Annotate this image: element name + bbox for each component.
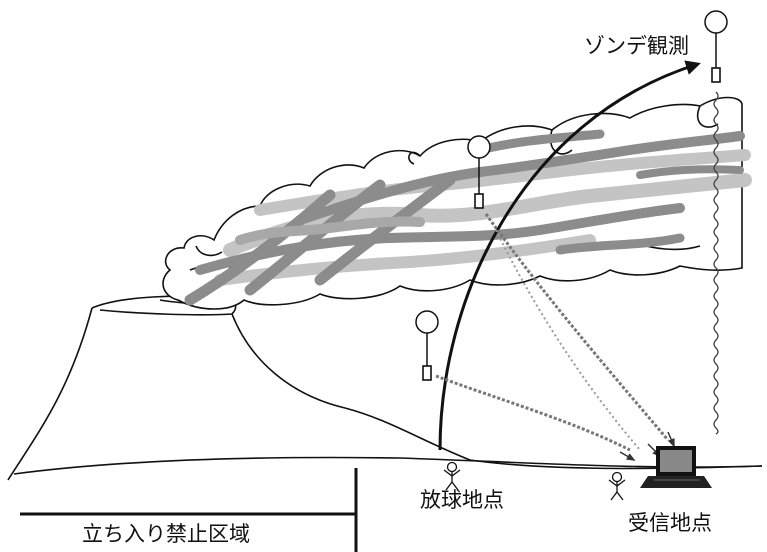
signal-arrow-1 [619, 451, 636, 461]
radiosonde-icon [474, 193, 484, 209]
volcano [7, 295, 763, 481]
launch-point-label: 放球地点 [420, 488, 504, 512]
signal-line-top [713, 91, 719, 435]
balloon-icon [415, 310, 439, 366]
person-icon [443, 461, 461, 491]
ash-plume [184, 129, 752, 306]
signal-line-diag [495, 229, 641, 451]
radiosonde-icon [711, 67, 721, 83]
balloon-icon [467, 135, 491, 194]
receiving-point-label: 受信地点 [628, 511, 712, 535]
radio-signals [435, 91, 719, 452]
signal-line-low [435, 374, 631, 452]
signal-arrow-2 [667, 431, 675, 448]
signal-line-mid [484, 213, 670, 441]
radiosonde-icon [422, 365, 432, 381]
person-icon [608, 471, 626, 501]
laptop-icon [640, 446, 712, 488]
volcano-right-slope [231, 313, 763, 470]
restricted-zone-label: 立ち入り禁止区域 [82, 522, 250, 546]
sonde-trajectory-arrow [438, 60, 701, 451]
volcano-left-slope [7, 307, 93, 481]
balloon-icon [704, 10, 728, 68]
restricted-zone-boundary [20, 468, 358, 552]
sonde-observation-label: ゾンデ観測 [584, 34, 689, 58]
ground-line [13, 456, 763, 475]
